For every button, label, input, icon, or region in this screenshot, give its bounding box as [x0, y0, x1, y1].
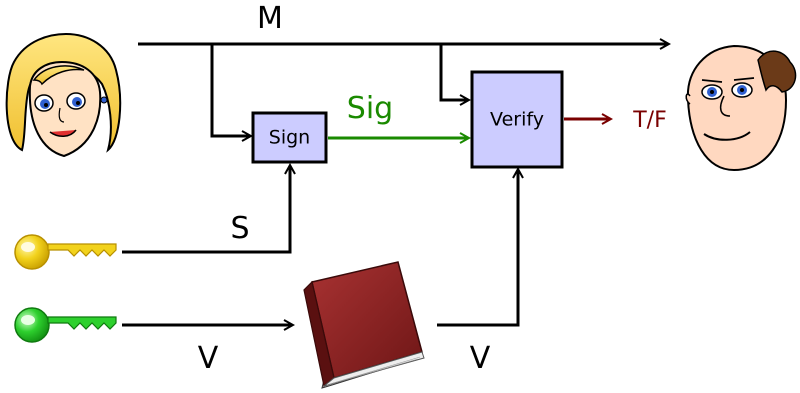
sign-box: Sign [251, 111, 328, 164]
man-face-icon [685, 44, 797, 172]
verification-key-out-label: V [470, 341, 491, 376]
red-book-icon [303, 261, 425, 389]
verify-box-label: Verify [490, 109, 544, 131]
message-label: M [257, 1, 283, 36]
result-label: T/F [632, 108, 667, 133]
signature-label: Sig [347, 91, 393, 126]
signing-key-label: S [230, 211, 249, 246]
verification-key-label: V [198, 341, 219, 376]
sign-box-label: Sign [269, 127, 310, 149]
message-to-sign-arrow [210, 44, 250, 136]
yellow-key-icon [14, 234, 117, 270]
message-to-verify-arrow [439, 44, 468, 100]
signing-key-arrow [122, 166, 290, 254]
verify-box: Verify [470, 70, 564, 169]
woman-face-icon [5, 32, 122, 158]
book-to-verify-arrow [437, 170, 518, 327]
green-key-icon [14, 307, 117, 343]
